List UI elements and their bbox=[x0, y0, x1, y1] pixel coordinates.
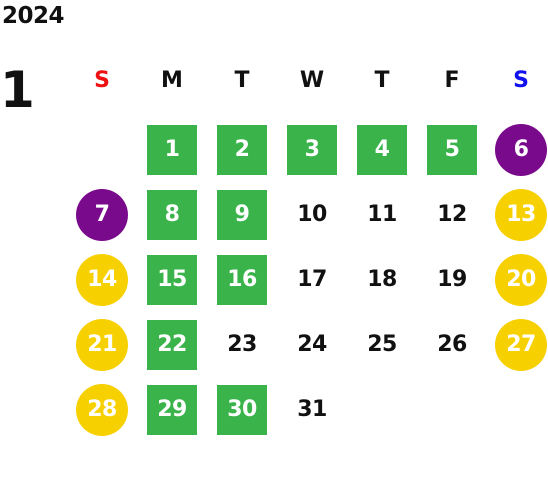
day-cell-27[interactable]: 27 bbox=[495, 319, 547, 371]
day-cell-1[interactable]: 1 bbox=[147, 125, 197, 175]
day-cell-29[interactable]: 29 bbox=[147, 385, 197, 435]
day-cell-2[interactable]: 2 bbox=[217, 125, 267, 175]
day-cell-12[interactable]: 12 bbox=[437, 202, 467, 227]
day-cell-22[interactable]: 22 bbox=[147, 320, 197, 370]
day-cell-8[interactable]: 8 bbox=[147, 190, 197, 240]
weekday-5: F bbox=[444, 68, 460, 93]
day-cell-13[interactable]: 13 bbox=[495, 189, 547, 241]
day-cell-28[interactable]: 28 bbox=[76, 384, 128, 436]
day-cell-16[interactable]: 16 bbox=[217, 255, 267, 305]
day-cell-20[interactable]: 20 bbox=[495, 254, 547, 306]
day-cell-19[interactable]: 19 bbox=[437, 267, 467, 292]
day-cell-21[interactable]: 21 bbox=[76, 319, 128, 371]
day-cell-6[interactable]: 6 bbox=[495, 124, 547, 176]
weekday-1: M bbox=[161, 68, 183, 93]
weekday-2: T bbox=[234, 68, 250, 93]
day-cell-15[interactable]: 15 bbox=[147, 255, 197, 305]
day-cell-3[interactable]: 3 bbox=[287, 125, 337, 175]
day-cell-11[interactable]: 11 bbox=[367, 202, 397, 227]
day-cell-14[interactable]: 14 bbox=[76, 254, 128, 306]
day-cell-23[interactable]: 23 bbox=[227, 332, 257, 357]
day-cell-4[interactable]: 4 bbox=[357, 125, 407, 175]
day-cell-7[interactable]: 7 bbox=[76, 189, 128, 241]
day-cell-30[interactable]: 30 bbox=[217, 385, 267, 435]
day-cell-24[interactable]: 24 bbox=[297, 332, 327, 357]
day-cell-18[interactable]: 18 bbox=[367, 267, 397, 292]
year-label: 2024 bbox=[2, 3, 65, 29]
weekday-6: S bbox=[513, 68, 529, 93]
day-cell-26[interactable]: 26 bbox=[437, 332, 467, 357]
day-cell-17[interactable]: 17 bbox=[297, 267, 327, 292]
weekday-4: T bbox=[374, 68, 390, 93]
day-cell-31[interactable]: 31 bbox=[297, 397, 327, 422]
weekday-0: S bbox=[94, 68, 110, 93]
day-cell-5[interactable]: 5 bbox=[427, 125, 477, 175]
day-cell-10[interactable]: 10 bbox=[297, 202, 327, 227]
day-cell-9[interactable]: 9 bbox=[217, 190, 267, 240]
month-label: 1 bbox=[0, 61, 35, 119]
day-cell-25[interactable]: 25 bbox=[367, 332, 397, 357]
weekday-3: W bbox=[299, 68, 325, 93]
